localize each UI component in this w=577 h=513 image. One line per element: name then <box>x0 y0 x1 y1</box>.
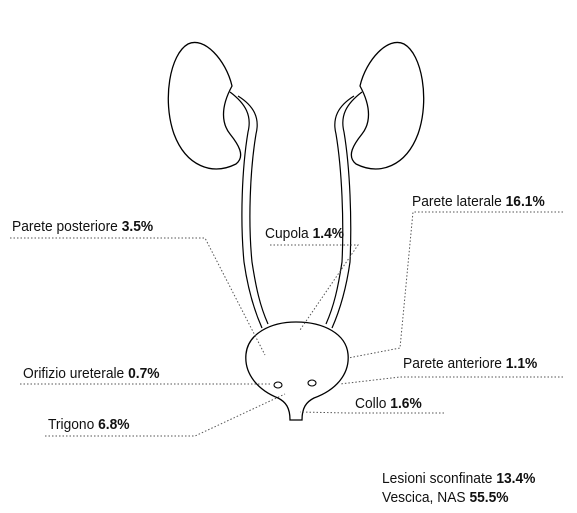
leader-parete-anteriore <box>340 377 563 384</box>
label-text: Cupola <box>265 225 309 242</box>
label-value: 6.8% <box>98 416 129 433</box>
label-orifizio-ureterale: Orifizio ureterale 0.7% <box>23 365 160 383</box>
label-text: Parete posteriore <box>12 218 118 235</box>
label-parete-posteriore: Parete posteriore 3.5% <box>12 218 153 236</box>
label-text: Trigono <box>48 416 94 433</box>
right-kidney <box>351 42 423 168</box>
label-value: 13.4% <box>496 470 535 487</box>
label-parete-laterale: Parete laterale 16.1% <box>412 193 545 211</box>
left-ureteral-orifice <box>274 382 282 388</box>
label-value: 55.5% <box>469 489 508 506</box>
label-value: 1.6% <box>390 395 421 412</box>
label-text: Vescica, NAS <box>382 489 466 506</box>
label-text: Collo <box>355 395 386 412</box>
label-value: 0.7% <box>128 365 159 382</box>
right-ureter-inner <box>326 96 354 324</box>
label-text: Parete anteriore <box>403 355 502 372</box>
label-text: Parete laterale <box>412 193 502 210</box>
leader-parete-posteriore <box>10 238 265 355</box>
label-value: 3.5% <box>122 218 153 235</box>
label-value: 1.4% <box>313 225 344 242</box>
label-parete-anteriore: Parete anteriore 1.1% <box>403 355 537 373</box>
label-lesioni-sconfinate: Lesioni sconfinate 13.4% <box>382 470 535 488</box>
label-value: 16.1% <box>506 193 545 210</box>
label-text: Orifizio ureterale <box>23 365 124 382</box>
left-kidney <box>168 42 240 168</box>
label-collo: Collo 1.6% <box>355 395 422 413</box>
label-trigono: Trigono 6.8% <box>48 416 130 434</box>
right-ureteral-orifice <box>308 380 316 386</box>
label-value: 1.1% <box>506 355 537 372</box>
label-text: Lesioni sconfinate <box>382 470 492 487</box>
label-vescica-nas: Vescica, NAS 55.5% <box>382 489 509 507</box>
bladder <box>246 322 348 420</box>
label-cupola: Cupola 1.4% <box>265 225 344 243</box>
leader-parete-laterale <box>348 212 563 358</box>
